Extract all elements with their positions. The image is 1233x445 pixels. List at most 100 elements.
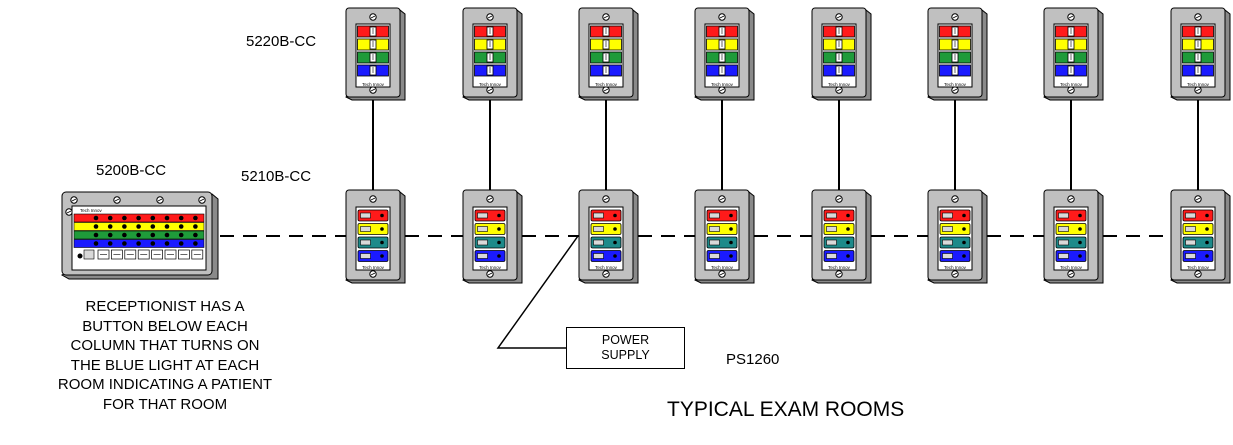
indicator-dot: [729, 213, 733, 218]
screw-slot: [719, 15, 725, 19]
push-button: [709, 239, 720, 246]
indicator-dot: [729, 227, 733, 231]
screw-slot: [370, 88, 376, 92]
console-lamp: [122, 215, 127, 221]
screw-slot: [952, 15, 958, 19]
station-5210b-cc-4: Tech Innov: [694, 189, 755, 284]
console-lamp: [178, 224, 184, 229]
push-button: [477, 239, 488, 246]
indicator-dot: [497, 254, 501, 258]
push-button: [709, 212, 720, 219]
screw-slot: [836, 197, 842, 201]
screw-slot: [603, 88, 609, 92]
station-5220b-cc-2: Tech Innov: [462, 7, 523, 101]
indicator-dot: [380, 227, 384, 231]
indicator-dot: [1078, 213, 1082, 218]
indicator-dot: [729, 240, 733, 245]
indicator-dot: [497, 227, 501, 231]
faceplate-brand: Tech Innov: [1187, 82, 1210, 87]
station-5210b-cc-2: Tech Innov: [462, 189, 523, 284]
faceplate-brand: Tech Innov: [479, 265, 502, 270]
push-button: [360, 253, 371, 259]
screw-slot: [952, 272, 958, 276]
station-5220b-cc-4: Tech Innov: [694, 7, 755, 101]
indicator-dot: [846, 254, 850, 258]
faceplate-brand: Tech Innov: [595, 265, 618, 270]
screw-slot: [719, 197, 725, 201]
faceplate-brand: Tech Innov: [828, 265, 851, 270]
screw-slot: [370, 15, 376, 19]
console-led: [77, 253, 83, 259]
indicator-dot: [497, 213, 501, 218]
faceplate-brand: Tech Innov: [479, 82, 502, 87]
indicator-dot: [1205, 213, 1209, 218]
screw-slot: [836, 272, 842, 276]
console-brand: Tech Innov: [80, 208, 103, 213]
push-button: [1185, 226, 1196, 232]
push-button: [593, 212, 604, 219]
console-lamp: [107, 232, 113, 238]
console-reset-button: [83, 249, 95, 260]
screw-slot: [370, 272, 376, 276]
console-lamp: [178, 241, 184, 246]
push-button: [942, 212, 953, 219]
station-5210b-cc-5: Tech Innov: [811, 189, 872, 284]
indicator-dot: [729, 254, 733, 258]
console-lamp: [164, 224, 170, 229]
console-lamp: [93, 215, 99, 221]
station-5220b-cc-1: Tech Innov: [345, 7, 406, 101]
push-button: [1185, 253, 1196, 259]
station-5220b-cc-6: Tech Innov: [927, 7, 988, 101]
console-lamp: [164, 241, 170, 246]
console-lamp: [122, 241, 127, 246]
push-button: [477, 226, 488, 232]
label-5210b-cc: 5210B-CC: [241, 168, 312, 185]
push-button: [593, 253, 604, 259]
push-button: [826, 239, 837, 246]
console-lamp: [107, 241, 113, 246]
note-line-6: FOR THAT ROOM: [102, 395, 228, 413]
screw-slot: [370, 197, 376, 201]
push-button: [942, 253, 953, 259]
indicator-dot: [846, 213, 850, 218]
indicator-dot: [380, 213, 384, 218]
wiring: [220, 100, 1199, 349]
indicator-dot: [380, 240, 384, 245]
push-button: [593, 239, 604, 246]
console-lamp: [178, 232, 184, 238]
push-button: [709, 253, 720, 259]
indicator-dot: [613, 213, 617, 218]
indicator-dot: [613, 240, 617, 245]
push-button: [360, 212, 371, 219]
console-lamp: [150, 215, 156, 221]
label-5220b-cc: 5220B-CC: [246, 33, 317, 50]
note-line-2: BUTTON BELOW EACH: [82, 317, 248, 335]
push-button: [360, 239, 371, 246]
screw-slot: [157, 198, 163, 202]
indicator-dot: [1078, 254, 1082, 258]
console-lamp: [164, 215, 170, 221]
console-lamp: [107, 224, 113, 229]
label-ps1260: PS1260: [726, 351, 780, 368]
console-lamp: [136, 224, 141, 229]
faceplate-brand: Tech Innov: [1060, 82, 1083, 87]
push-button: [826, 226, 837, 232]
screw-slot: [487, 272, 493, 276]
indicator-dot: [1205, 254, 1209, 258]
console-lamp: [150, 232, 156, 238]
console-lamp: [93, 241, 99, 246]
console-lamp: [193, 232, 198, 238]
label-5200b-cc: 5200B-CC: [96, 162, 167, 179]
screw-slot: [1195, 197, 1201, 201]
indicator-dot: [962, 213, 966, 218]
console-lamp: [164, 232, 170, 238]
console-lamp: [178, 215, 184, 221]
screw-slot: [487, 88, 493, 92]
faceplate-brand: Tech Innov: [828, 82, 851, 87]
footer-title: TYPICAL EXAM ROOMS: [667, 398, 905, 421]
push-button: [477, 212, 488, 219]
screw-slot: [1195, 15, 1201, 19]
indicator-dot: [380, 254, 384, 258]
console-lamp: [193, 215, 198, 221]
